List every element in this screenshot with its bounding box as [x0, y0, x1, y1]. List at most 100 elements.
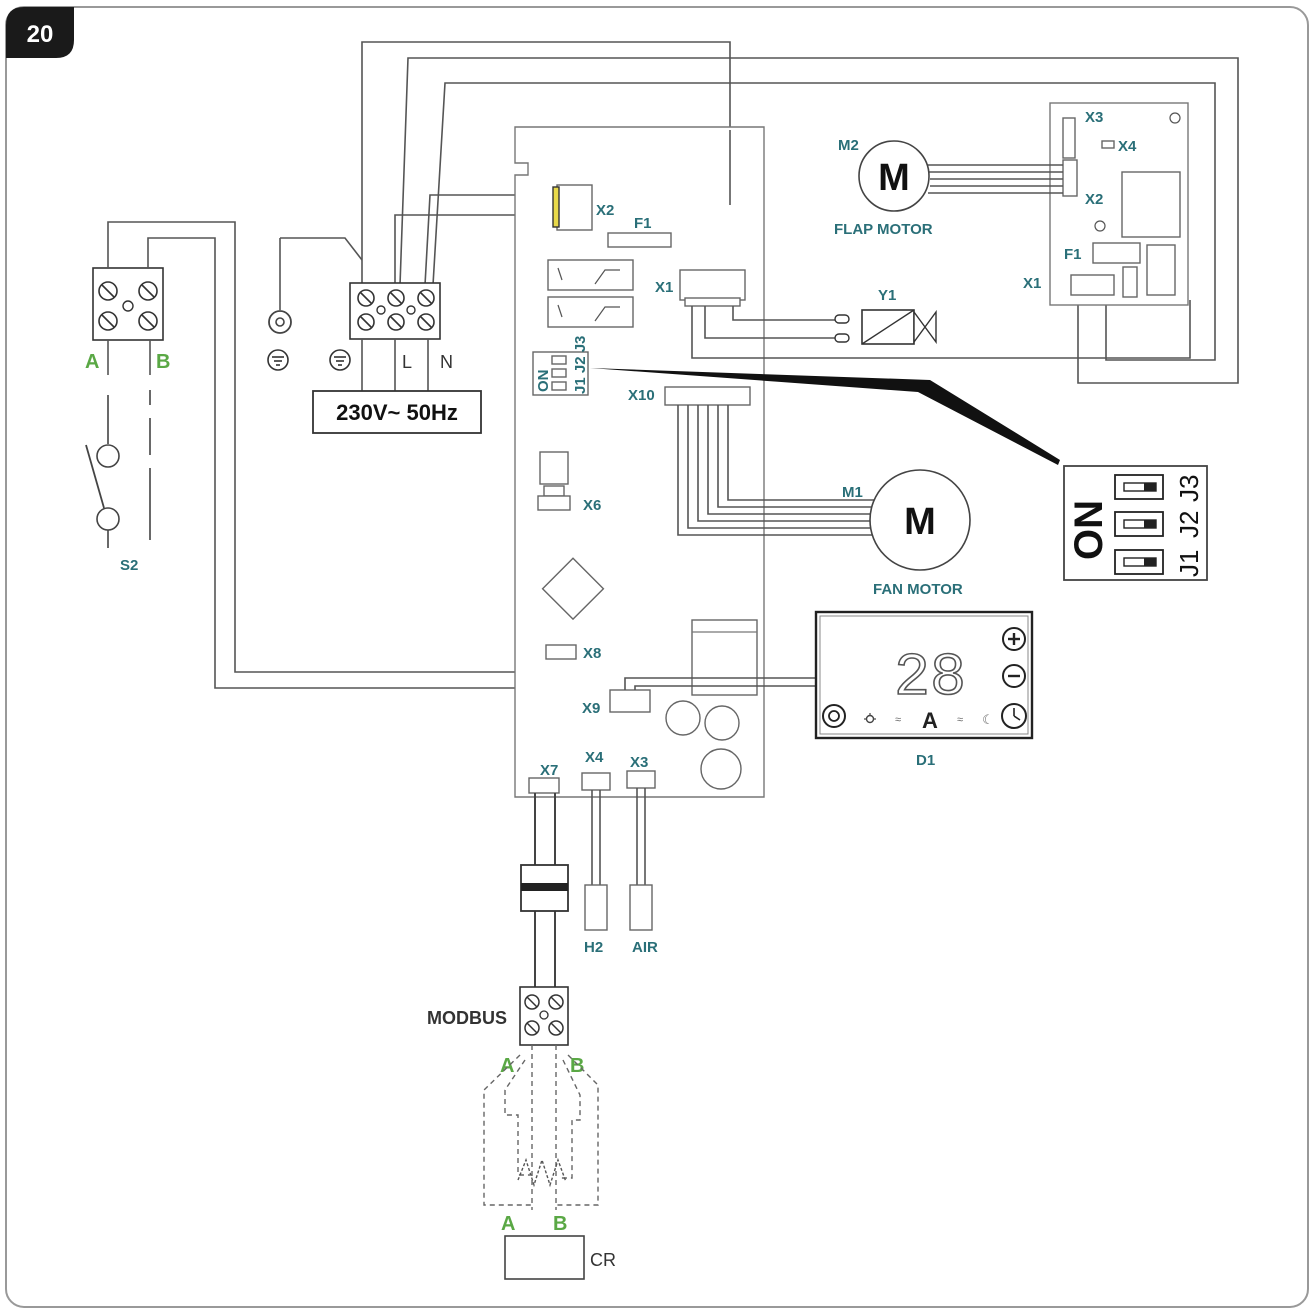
s2-terminal-a: A	[85, 351, 99, 373]
flap-motor-symbol: M	[878, 157, 910, 199]
fan-speed-icon	[864, 713, 876, 724]
terminal-n-label: N	[440, 352, 453, 372]
power-mode-icon[interactable]	[822, 704, 846, 728]
fan-motor-id: M1	[842, 484, 863, 501]
pcb-capacitor	[700, 748, 742, 790]
sensor-h2	[584, 790, 608, 931]
pcb-x7-label: X7	[540, 762, 558, 779]
flap-fuse	[1092, 242, 1141, 264]
flap-motor-name: FLAP MOTOR	[834, 221, 933, 238]
flap-x2-label: X2	[1085, 191, 1103, 208]
pcb-chip	[541, 557, 605, 621]
pcb-capacitor	[665, 700, 701, 736]
pcb-x4-label: X4	[585, 749, 604, 766]
modbus-cable	[520, 793, 569, 990]
flap-motor-id: M2	[838, 137, 859, 154]
flap-x4-connector	[1101, 140, 1115, 149]
fan-motor-wires	[677, 405, 880, 536]
night-mode-icon: ☾	[982, 713, 994, 728]
valve-y1-icon	[834, 309, 937, 345]
modbus-b-top: B	[570, 1055, 584, 1077]
switch-s2-icon	[85, 390, 151, 548]
display-panel	[814, 610, 1034, 740]
fan-motor-icon	[869, 469, 971, 571]
x2-connector	[552, 184, 593, 231]
fan-low-icon: ≈	[895, 714, 901, 726]
terminal-l-label: L	[402, 352, 412, 372]
display-label: D1	[916, 752, 935, 769]
flap-motor-wires	[925, 164, 1063, 194]
jumper-detail-on: ON	[1067, 500, 1111, 560]
earth-icon	[329, 349, 351, 371]
pcb-x6-connector	[537, 451, 571, 511]
pcb-capacitor	[704, 705, 740, 741]
fan-high-icon: ≈	[957, 714, 963, 726]
flap-x1-label: X1	[1023, 275, 1041, 292]
remote-cr-box	[504, 1235, 585, 1280]
fan-motor-name: FAN MOTOR	[873, 581, 963, 598]
pcb-transformer	[691, 619, 758, 696]
remote-cr-label: CR	[590, 1250, 616, 1270]
pcb-f1-label: F1	[634, 215, 652, 232]
pcb-x1-connector	[679, 269, 746, 301]
pcb-x6-label: X6	[583, 497, 601, 514]
pcb-x4-connector	[581, 772, 611, 791]
modbus-dashed-wiring	[483, 1045, 599, 1210]
valve-label: Y1	[878, 287, 896, 304]
timer-icon[interactable]	[1001, 703, 1027, 729]
pcb-x9-label: X9	[582, 700, 600, 717]
pcb-x8-label: X8	[583, 645, 601, 662]
modbus-a-top: A	[500, 1055, 514, 1077]
jumper-detail-j1: J1	[1174, 550, 1204, 577]
fan-motor-symbol: M	[904, 501, 936, 543]
ground-ring-icon	[268, 310, 292, 334]
plus-icon[interactable]	[1002, 627, 1026, 651]
pcb-jumper-on: ON	[535, 370, 552, 393]
jumper-callout	[590, 368, 1060, 465]
modbus-b-bottom: B	[553, 1213, 567, 1235]
s2-terminal-b: B	[156, 351, 170, 373]
pcb-x2-label: X2	[596, 202, 614, 219]
flap-x3-connector	[1062, 117, 1076, 159]
pcb-x8-connector	[545, 644, 577, 660]
s2-terminal-block	[92, 267, 164, 341]
relay-icon	[547, 259, 634, 291]
sensor-air-label: AIR	[632, 939, 658, 956]
flap-chip	[1121, 171, 1181, 238]
pcb-jumper-block	[532, 351, 589, 396]
pcb-x3-connector	[626, 770, 656, 789]
relay-icon	[547, 296, 634, 328]
minus-icon[interactable]	[1002, 664, 1026, 688]
pcb-x9-connector	[609, 689, 651, 713]
modbus-label: MODBUS	[427, 1008, 507, 1028]
flap-x4-label: X4	[1118, 138, 1137, 155]
sensor-air	[629, 788, 653, 931]
pcb-x7-connector	[528, 777, 560, 794]
pcb-jumper-labels: J1 J2 J3	[572, 336, 589, 394]
supply-label: 230V~ 50Hz	[336, 400, 458, 425]
jumper-detail-j2: J2	[1174, 511, 1204, 538]
display-mode-letter: A	[922, 708, 938, 733]
pcb-x10-label: X10	[628, 387, 655, 404]
jumper-detail	[1063, 465, 1208, 581]
jumper-detail-j3: J3	[1174, 475, 1204, 502]
earth-icon	[267, 349, 289, 371]
pcb-x1-label: X1	[655, 279, 673, 296]
display-digits: 28	[894, 645, 966, 713]
modbus-terminal-block	[519, 986, 569, 1046]
modbus-a-bottom: A	[501, 1213, 515, 1235]
sensor-h2-label: H2	[584, 939, 603, 956]
s2-label: S2	[120, 557, 138, 574]
badge-number: 20	[27, 21, 54, 48]
mains-terminal-block	[349, 282, 441, 340]
mains-wires	[279, 41, 1239, 384]
flap-f1-label: F1	[1064, 246, 1082, 263]
flap-x3-label: X3	[1085, 109, 1103, 126]
flap-x2-connector	[1062, 159, 1078, 197]
pcb-x3-label: X3	[630, 754, 648, 771]
flap-x1-connector	[1070, 274, 1115, 296]
pcb-x10-connector	[664, 386, 751, 406]
pcb-fuse	[607, 232, 672, 248]
